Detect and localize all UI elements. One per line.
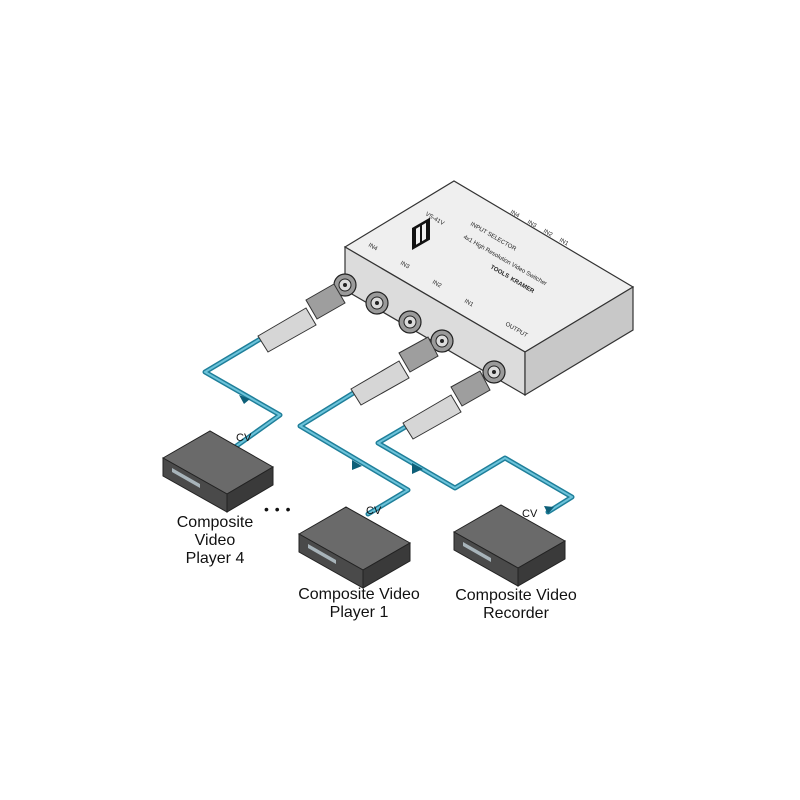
- recorder-label: Composite Video Recorder: [445, 587, 587, 623]
- video-player-4[interactable]: [161, 430, 274, 589]
- kramer-logo: [412, 217, 430, 250]
- more-players-ellipsis: • • •: [264, 501, 292, 517]
- video-player-1[interactable]: [297, 506, 412, 589]
- bnc-plug-in1: [350, 336, 439, 406]
- port-label-in3: IN3: [399, 261, 411, 271]
- bnc-plug-output: [402, 370, 491, 440]
- recorder-label-line2: Recorder: [483, 605, 549, 622]
- arrow-icon: [544, 506, 554, 514]
- bnc-plug-in4: [257, 283, 346, 353]
- selector-in1: IN1: [558, 238, 570, 248]
- player1-port-label: CV: [366, 505, 382, 517]
- bnc-port-in1[interactable]: [430, 329, 454, 353]
- selector-in2: IN2: [542, 229, 554, 239]
- port-label-in2: IN2: [431, 280, 443, 290]
- player4-label-line3: Player 4: [185, 550, 245, 567]
- port-label-in4: IN4: [367, 243, 379, 253]
- player1-label-line1: Composite Video: [298, 586, 420, 603]
- bnc-port-in2[interactable]: [398, 310, 422, 334]
- cable-output-to-recorder: [375, 423, 575, 515]
- recorder-port-label: CV: [522, 508, 538, 520]
- switcher-unit: VS-41V INPUT SELECTOR IN4 IN3 IN2 IN1 4x…: [333, 180, 635, 397]
- player4-label-line2: Video: [194, 532, 236, 549]
- arrow-icon: [239, 395, 250, 404]
- port-label-in1: IN1: [463, 299, 475, 309]
- bnc-port-in4[interactable]: [333, 273, 357, 297]
- arrow-icon: [352, 460, 362, 470]
- player1-label-line2: Player 1: [329, 604, 389, 621]
- recorder-label-line1: Composite Video: [455, 587, 577, 604]
- cable-player4-to-in4: [202, 335, 283, 455]
- player4-label-line1: Composite: [176, 514, 254, 531]
- selector-in4: IN4: [509, 210, 521, 220]
- arrow-icon: [412, 463, 423, 474]
- player1-label: Composite Video Player 1: [288, 586, 430, 622]
- bnc-port-output[interactable]: [482, 360, 506, 384]
- cable-player1-to-in1: [297, 389, 411, 517]
- player4-port-label: CV: [236, 432, 252, 444]
- player4-label: Composite Video Player 4: [160, 514, 270, 568]
- selector-in3: IN3: [526, 220, 538, 230]
- video-recorder[interactable]: [452, 504, 567, 587]
- bnc-port-in3[interactable]: [365, 291, 389, 315]
